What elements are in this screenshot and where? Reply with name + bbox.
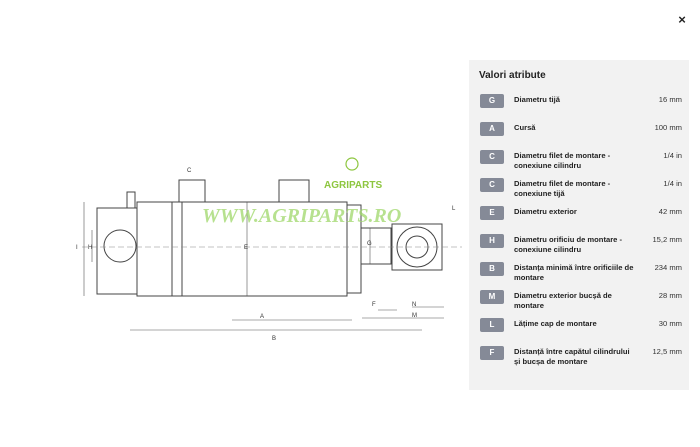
attribute-row: F Distanță între capătul cilindrului și … [478,343,684,371]
attribute-row: H Diametru orificiu de montare - conexiu… [478,231,684,259]
attribute-row: E Diametru exterior 42 mm [478,203,684,231]
attribute-code-badge: H [480,234,504,248]
logo-text: AGRIPARTS [324,180,382,191]
dim-label-m: M [412,313,417,319]
attribute-code-badge: F [480,346,504,360]
attribute-label: Diametru filet de montare - conexiune ti… [514,179,611,198]
attribute-label: Diametru exterior [514,207,577,216]
attribute-value: 30 mm [658,319,682,328]
close-button[interactable]: × [678,12,686,27]
attribute-label: Distanța minimă între orificiile de mont… [514,263,634,282]
dim-label-h: H [88,245,92,251]
dim-label-g: G [367,241,372,247]
attribute-code-badge: M [480,290,504,304]
attribute-code-badge: B [480,262,504,276]
attribute-row: M Diametru exterior bucșă de montare 28 … [478,287,684,315]
dim-label-e: E [244,245,248,251]
attribute-row: C Diametru filet de montare - conexiune … [478,147,684,175]
attribute-label: Cursă [514,123,536,132]
attribute-value: 28 mm [658,291,682,300]
attribute-value: 16 mm [658,95,682,104]
attribute-code-badge: L [480,318,504,332]
attributes-panel: Valori atribute G Diametru tijă 16 mm A … [469,60,689,390]
attribute-value: 234 mm [654,263,682,272]
dim-label-n: N [412,302,416,308]
attribute-row: L Lățime cap de montare 30 mm [478,315,684,343]
dim-label-f: F [372,302,376,308]
cylinder-technical-drawing: AGRIPARTS WWW.AGRIPARTS.RO C L I H E G A… [76,157,462,342]
dim-label-a: A [260,314,264,320]
attribute-code-badge: C [480,150,504,164]
attribute-row: G Diametru tijă 16 mm [478,91,684,119]
attribute-value: 1/4 in [663,151,682,160]
attribute-row: B Distanța minimă între orificiile de mo… [478,259,684,287]
attribute-code-badge: C [480,178,504,192]
attribute-row: A Cursă 100 mm [478,119,684,147]
dim-label-i: I [76,245,78,251]
attribute-label: Distanță între capătul cilindrului și bu… [514,347,630,366]
attribute-value: 12,5 mm [652,347,682,356]
watermark-text: WWW.AGRIPARTS.RO [202,205,401,227]
dim-label-l: L [452,206,456,212]
attribute-value: 15,2 mm [652,235,682,244]
dim-label-c: C [187,168,192,174]
attribute-code-badge: G [480,94,504,108]
attribute-code-badge: E [480,206,504,220]
attributes-list: G Diametru tijă 16 mm A Cursă 100 mm C D… [478,91,684,371]
attribute-value: 42 mm [658,207,682,216]
attribute-value: 100 mm [654,123,682,132]
attribute-label: Diametru filet de montare - conexiune ci… [514,151,611,170]
attribute-label: Lățime cap de montare [514,319,597,328]
panel-title: Valori atribute [479,70,546,81]
attribute-label: Diametru exterior bucșă de montare [514,291,612,310]
attribute-label: Diametru orificiu de montare - conexiune… [514,235,623,254]
attribute-code-badge: A [480,122,504,136]
dim-label-b: B [272,336,276,342]
attribute-label: Diametru tijă [514,95,560,104]
attribute-row: C Diametru filet de montare - conexiune … [478,175,684,203]
attribute-value: 1/4 in [663,179,682,188]
